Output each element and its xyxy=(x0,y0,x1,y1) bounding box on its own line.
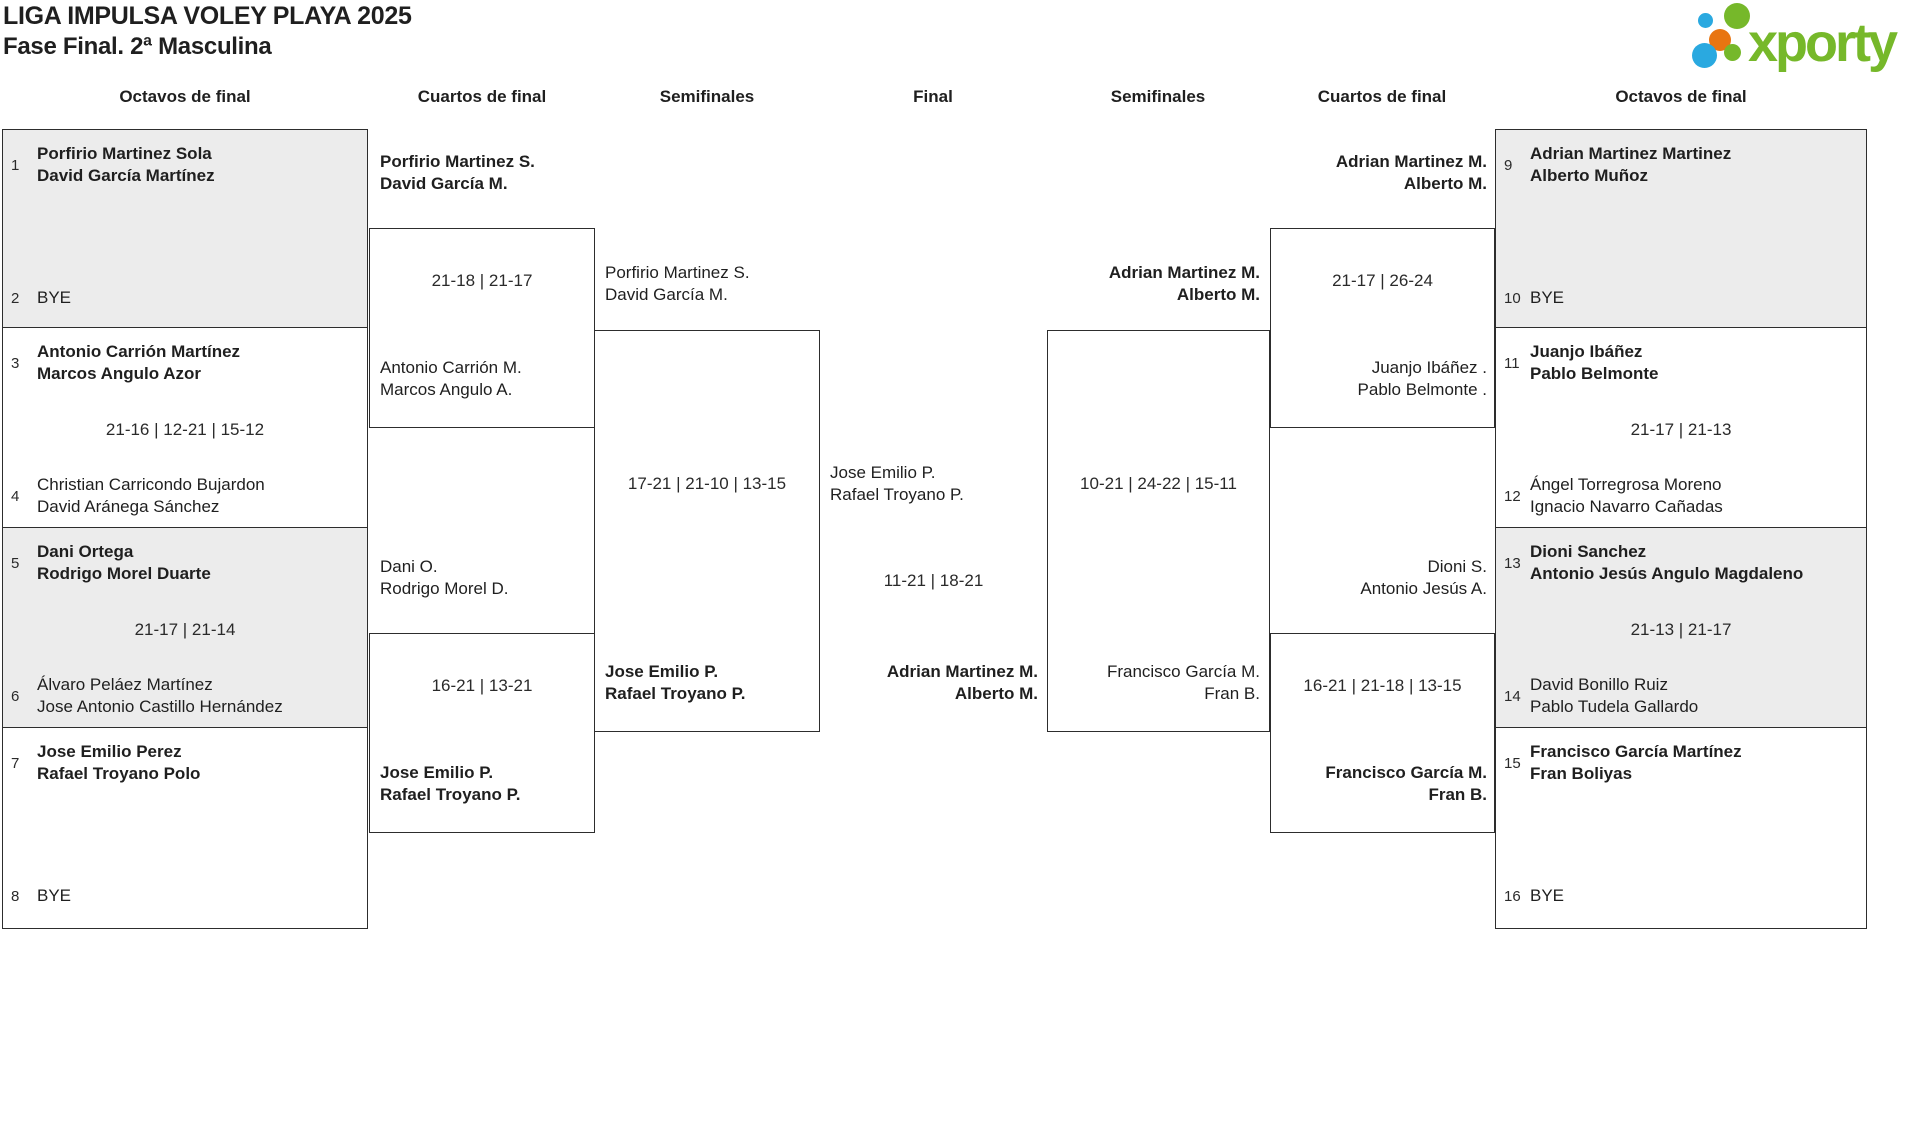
bracket-entry: 2 BYE xyxy=(11,288,72,307)
advancing-team-label: Adrian Martinez M.Alberto M. xyxy=(1335,152,1487,193)
round-header-semis-left: Semifinales xyxy=(659,87,755,106)
seed-number: 6 xyxy=(11,687,20,705)
logo-wordmark: xporty xyxy=(1748,13,1898,73)
round-header-octavos-left: Octavos de final xyxy=(119,87,251,106)
match-score: 21-17 | 26-24 xyxy=(1332,271,1433,290)
match-box-cuartos-right-2: 16-21 | 21-18 | 13-15 xyxy=(1270,633,1495,833)
match-score: 21-18 | 21-17 xyxy=(431,271,533,290)
seed-number: 11 xyxy=(1504,354,1520,372)
seed-number: 9 xyxy=(1504,156,1513,174)
round-header-final: Final xyxy=(913,87,953,106)
bracket-entry: 8 BYE xyxy=(11,886,72,905)
seed-number: 8 xyxy=(11,887,20,905)
match-score: 17-21 | 21-10 | 13-15 xyxy=(627,474,787,493)
seed-number: 1 xyxy=(11,156,20,174)
advancing-team-label: Adrian Martinez M.Alberto M. xyxy=(1108,263,1260,304)
bracket-entry: 10 BYE xyxy=(1504,288,1565,307)
match-box-cuartos-left-2: 16-21 | 13-21 xyxy=(369,633,595,833)
bracket-entry: 16 BYE xyxy=(1504,886,1565,905)
finalist-label: Jose Emilio P.Rafael Troyano P. xyxy=(830,463,964,504)
match-box-cuartos-right-1: 21-17 | 26-24 xyxy=(1270,228,1495,428)
champion-label: Adrian Martinez M.Alberto M. xyxy=(886,662,1038,703)
advancing-team-label: Porfirio Martinez S.David García M. xyxy=(605,263,750,304)
match-box-semifinal-right: 10-21 | 24-22 | 15-11 xyxy=(1047,330,1270,732)
seed-number: 2 xyxy=(11,289,20,307)
logo-dot-blue-small xyxy=(1698,13,1713,28)
advancing-team-label: Francisco García M.Fran B. xyxy=(1325,763,1487,804)
advancing-team-label: Jose Emilio P.Rafael Troyano P. xyxy=(605,662,746,703)
round-header-cuartos-right: Cuartos de final xyxy=(1317,87,1447,106)
advancing-team-label: Dioni S.Antonio Jesús A. xyxy=(1360,557,1487,598)
seed-number: 13 xyxy=(1504,554,1521,572)
seed-number: 4 xyxy=(11,487,20,505)
seed-number: 10 xyxy=(1504,289,1521,307)
final-match-score: 11-21 | 18-21 xyxy=(883,571,984,590)
advancing-team-label: Juanjo Ibáñez .Pablo Belmonte . xyxy=(1357,358,1487,399)
page-title: LIGA IMPULSA VOLEY PLAYA 2025 xyxy=(3,2,412,30)
match-box-cuartos-left-1: 21-18 | 21-17 xyxy=(369,228,595,428)
match-score: 21-17 | 21-14 xyxy=(134,620,236,639)
match-score: 16-21 | 21-18 | 13-15 xyxy=(1303,676,1462,695)
logo-dot-green-small xyxy=(1724,44,1741,61)
match-score: 21-13 | 21-17 xyxy=(1630,620,1732,639)
advancing-team-label: Antonio Carrión M.Marcos Angulo A. xyxy=(380,358,522,399)
seed-number: 14 xyxy=(1504,687,1521,705)
match-score: 21-16 | 12-21 | 15-12 xyxy=(105,420,265,439)
match-score: 10-21 | 24-22 | 15-11 xyxy=(1080,474,1237,493)
seed-number: 16 xyxy=(1504,887,1521,905)
seed-number: 5 xyxy=(11,554,20,572)
seed-number: 3 xyxy=(11,354,20,372)
round-header-cuartos-left: Cuartos de final xyxy=(417,87,547,106)
logo-dot-blue-large xyxy=(1692,43,1717,68)
match-box-semifinal-left: 17-21 | 21-10 | 13-15 xyxy=(594,330,820,732)
page-subtitle: Fase Final. 2ª Masculina xyxy=(3,33,272,60)
logo-dot-green-large xyxy=(1724,3,1750,29)
advancing-team-label: Dani O.Rodrigo Morel D. xyxy=(380,557,509,598)
round-header-octavos-right: Octavos de final xyxy=(1615,87,1747,106)
advancing-team-label: Jose Emilio P.Rafael Troyano P. xyxy=(380,763,521,804)
advancing-team-label: Porfirio Martinez S.David García M. xyxy=(380,152,535,193)
match-score: 16-21 | 13-21 xyxy=(431,676,533,695)
advancing-team-label: Francisco García M.Fran B. xyxy=(1106,662,1260,703)
seed-number: 12 xyxy=(1504,487,1521,505)
seed-number: 15 xyxy=(1504,754,1521,772)
seed-number: 7 xyxy=(11,754,20,772)
round-header-semis-right: Semifinales xyxy=(1110,87,1206,106)
match-score: 21-17 | 21-13 xyxy=(1630,420,1732,439)
